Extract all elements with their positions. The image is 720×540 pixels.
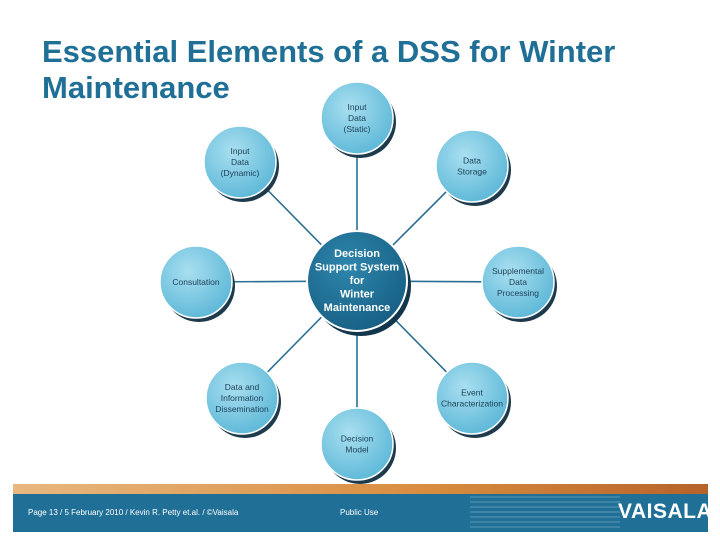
footer-accent-stripe — [13, 484, 708, 494]
node-dissemination-label-line-2: Information — [221, 393, 264, 403]
node-circle — [435, 361, 509, 435]
node-circles: InputData(Static)DataStorageSupplemental… — [159, 81, 557, 484]
node-input-static-label-line-3: (Static) — [344, 124, 371, 134]
node-circle — [435, 129, 509, 203]
center-label-line-2: Support System — [315, 262, 400, 274]
footer-page-info: Page 13 / 5 February 2010 / Kevin R. Pet… — [28, 508, 239, 517]
node-dissemination-label-line-3: Dissemination — [215, 404, 269, 414]
node-supplemental-label-line-1: Supplemental — [492, 266, 544, 276]
center-label-line-5: Maintenance — [324, 302, 391, 314]
node-input-dynamic-label-line-3: (Dynamic) — [221, 168, 260, 178]
node-input-dynamic-label-line-2: Data — [231, 157, 249, 167]
slide-title-line-1: Essential Elements of a DSS for Winter — [42, 34, 616, 69]
node-supplemental-label-line-2: Data — [509, 277, 527, 287]
node-data-storage-label-line-2: Storage — [457, 167, 487, 177]
node-data-storage-label-line-1: Data — [463, 156, 481, 166]
node-event-char-label-line-1: Event — [461, 388, 483, 398]
node-circle — [203, 125, 277, 199]
slide-title-line-2: Maintenance — [42, 70, 230, 105]
node-decision-model-label-line-1: Decision — [341, 434, 374, 444]
node-consultation: Consultation — [159, 245, 235, 322]
center-label-line-1: Decision — [334, 248, 380, 260]
node-input-static-label-line-2: Data — [348, 113, 366, 123]
footer-stripe-pattern — [470, 496, 620, 530]
node-circle — [159, 245, 233, 319]
center-circle — [306, 230, 408, 332]
node-event-char-label-line-2: Characterization — [441, 399, 503, 409]
slide-title: Essential Elements of a DSS for Winter M… — [42, 34, 712, 106]
node-circle — [320, 407, 394, 481]
node-input-static-label-line-1: Input — [348, 102, 368, 112]
node-circle — [205, 361, 279, 435]
footer-classification: Public Use — [340, 508, 379, 517]
node-supplemental-label-line-3: Processing — [497, 288, 539, 298]
node-dissemination-label-line-1: Data and — [225, 382, 260, 392]
center-label-line-4: Winter — [340, 289, 375, 301]
node-circle — [320, 81, 394, 155]
node-decision-model-label-line-2: Model — [345, 445, 368, 455]
vaisala-logo: VAISALA — [618, 500, 713, 523]
center-label-line-3: for — [350, 275, 365, 287]
node-circle — [481, 245, 555, 319]
node-consultation-label-line-1: Consultation — [172, 277, 220, 287]
node-input-dynamic-label-line-1: Input — [231, 146, 251, 156]
